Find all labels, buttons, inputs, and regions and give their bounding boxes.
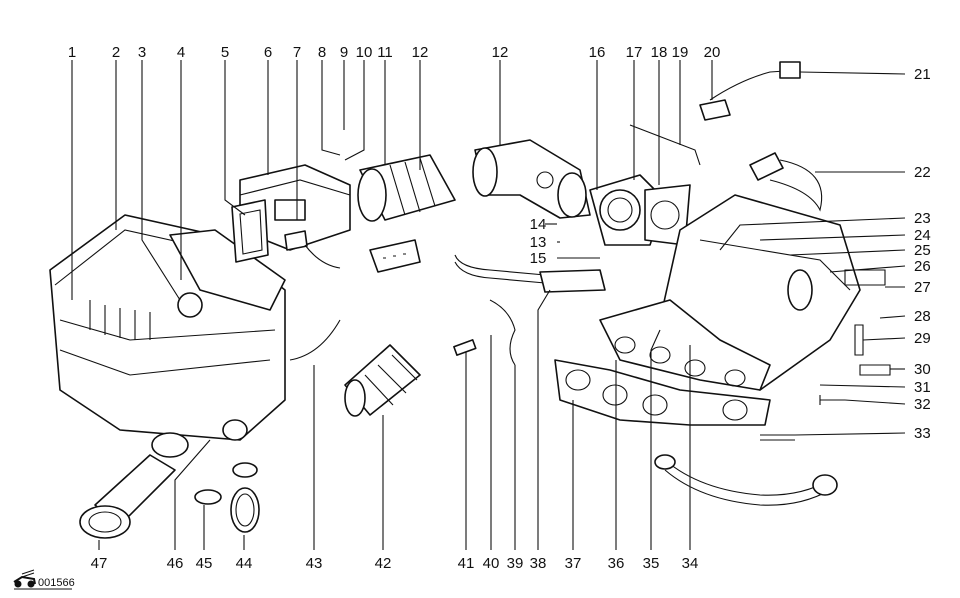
callout-label: 37 [565,555,582,572]
figure-id-text: 001566 [38,577,75,589]
callout-label: 16 [589,44,606,61]
callout-label: 29 [914,330,931,347]
callout-label: 40 [483,555,500,572]
callout-label: 9 [340,44,348,61]
bottom-labels: 47 46 45 44 43 42 41 40 39 38 37 36 35 3… [91,555,699,572]
coolant-pipe [654,454,838,506]
callout-label: 15 [530,250,547,267]
callout-label: 36 [608,555,625,572]
callout-label: 21 [914,66,931,83]
callout-label: 42 [375,555,392,572]
callout-label: 39 [507,555,524,572]
hoses-and-fittings [453,254,891,441]
callout-label: 6 [264,44,272,61]
callout-label: 10 [356,44,373,61]
leader-lines [71,60,906,550]
callout-label: 30 [914,361,931,378]
callout-label: 8 [318,44,326,61]
callout-label: 26 [914,258,931,275]
callout-label: 43 [306,555,323,572]
callout-label: 7 [293,44,301,61]
callout-label: 45 [196,555,213,572]
callout-label: 35 [643,555,660,572]
callout-label: 2 [112,44,120,61]
callout-label: 28 [914,308,931,325]
manifold-gasket [554,359,771,426]
callout-label: 31 [914,379,931,396]
callout-label: 25 [914,242,931,259]
callout-label: 46 [167,555,184,572]
figure-id: 001566 [13,569,75,590]
callout-label: 38 [530,555,547,572]
callout-label: 1 [68,44,76,61]
callout-label: 27 [914,279,931,296]
right-labels: 21 22 23 24 25 26 27 28 29 30 31 32 33 [914,66,931,442]
callout-label: 14 [530,216,547,233]
callout-label: 19 [672,44,689,61]
intake-manifold [599,194,861,391]
callout-label: 3 [138,44,146,61]
callout-label: 12 [412,44,429,61]
callout-label: 12 [492,44,509,61]
callout-label: 44 [236,555,253,572]
callout-label: 24 [914,227,931,244]
intake-bellows [344,154,456,417]
callout-label: 23 [914,210,931,227]
callout-label: 34 [682,555,699,572]
callout-label: 47 [91,555,108,572]
gaskets [194,462,260,533]
intake-snorkel [79,454,176,539]
air-filter-housing [49,214,286,458]
intake-duct [472,139,591,219]
callout-label: 20 [704,44,721,61]
callout-label: 22 [914,164,931,181]
middle-labels: 14 13 15 [530,216,547,267]
callout-label: 18 [651,44,668,61]
car-logo-icon [13,569,36,588]
callout-label: 32 [914,396,931,413]
top-labels: 1 2 3 4 5 6 7 8 9 10 11 12 12 16 17 18 1… [68,44,721,61]
callout-label: 4 [177,44,185,61]
throttle-body [589,124,701,246]
callout-label: 13 [530,234,547,251]
callout-label: 17 [626,44,643,61]
connector [369,239,421,273]
callout-label: 11 [377,44,393,61]
callout-label: 5 [221,44,229,61]
callout-label: 41 [458,555,475,572]
sensor-harness [699,61,823,212]
callout-label: 33 [914,425,931,442]
